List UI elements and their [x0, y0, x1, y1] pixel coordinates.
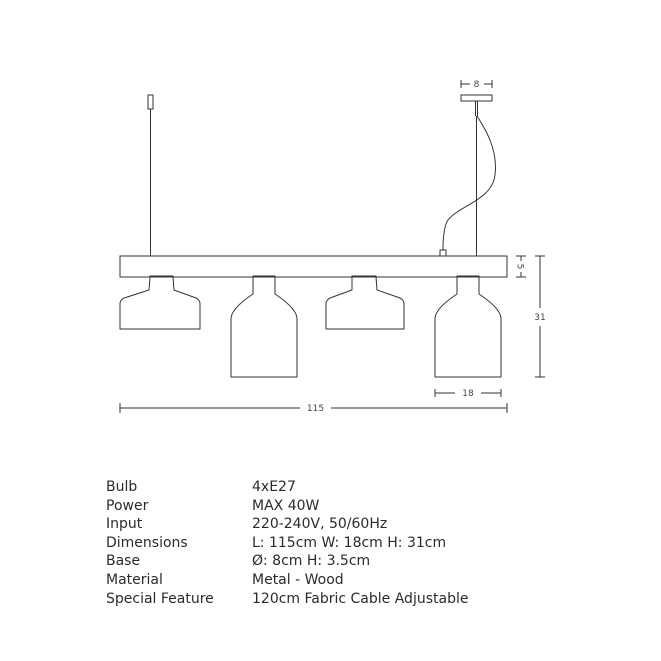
spec-label: Special Feature	[106, 590, 214, 607]
shade-width-dimension-lines	[434, 389, 502, 397]
spec-label: Power	[106, 497, 149, 514]
spec-row-input: Input 220-240V, 50/60Hz	[106, 515, 468, 534]
total-length-label: 115	[307, 404, 324, 414]
spec-label: Dimensions	[106, 534, 188, 551]
spec-value: Ø: 8cm H: 3.5cm	[252, 553, 371, 570]
total-length-dimension-lines	[119, 403, 508, 413]
shade-1	[119, 275, 201, 330]
bar-height-label: 5	[515, 264, 525, 270]
lamp-technical-drawing: 8 5 31 18 115	[119, 80, 546, 414]
spec-row-dimensions: Dimensions L: 115cm W: 18cm H: 31cm	[106, 534, 468, 553]
spec-table: Bulb 4xE27 Power MAX 40W Input 220-240V,…	[106, 478, 468, 608]
spec-value: Metal - Wood	[252, 571, 344, 588]
spec-label: Input	[106, 516, 143, 533]
bar-height-dimension-lines	[516, 255, 526, 278]
left-suspension-clip	[147, 94, 154, 110]
spec-row-base: Base Ø: 8cm H: 3.5cm	[106, 552, 468, 571]
shade-4	[434, 275, 502, 378]
spec-row-power: Power MAX 40W	[106, 497, 468, 516]
spec-row-special-feature: Special Feature 120cm Fabric Cable Adjus…	[106, 590, 468, 609]
wooden-bar	[119, 255, 508, 278]
fabric-power-cable	[442, 115, 496, 251]
spec-value: 220-240V, 50/60Hz	[252, 516, 388, 533]
base-width-dimension-lines	[460, 80, 493, 88]
shade-2	[230, 275, 298, 378]
spec-label: Material	[106, 571, 163, 588]
spec-row-bulb: Bulb 4xE27	[106, 478, 468, 497]
spec-row-material: Material Metal - Wood	[106, 571, 468, 590]
total-height-label: 31	[534, 313, 545, 323]
shade-width-label: 18	[462, 389, 474, 399]
spec-value: L: 115cm W: 18cm H: 31cm	[252, 534, 447, 551]
spec-label: Bulb	[106, 479, 138, 495]
ceiling-canopy	[460, 94, 493, 102]
total-height-dimension-lines	[535, 255, 545, 378]
spec-value: 4xE27	[252, 479, 296, 495]
base-width-label: 8	[474, 80, 480, 90]
spec-value: MAX 40W	[252, 497, 320, 514]
spec-value: 120cm Fabric Cable Adjustable	[252, 590, 469, 607]
shade-3	[325, 275, 405, 330]
spec-label: Base	[106, 553, 141, 570]
cable-entry	[439, 249, 447, 257]
